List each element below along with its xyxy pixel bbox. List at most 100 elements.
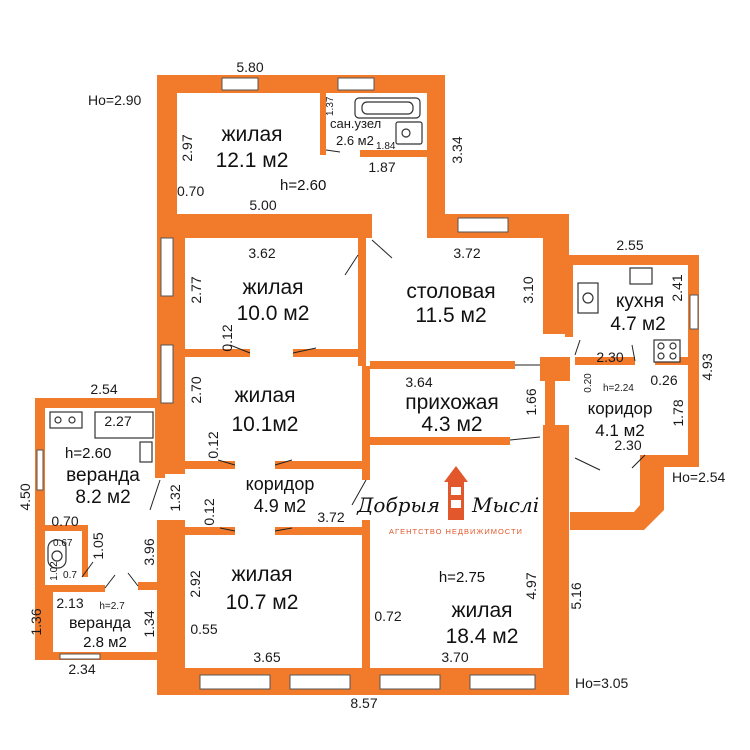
room-area-living2: 10.0 м2 — [237, 302, 310, 325]
dim-veranda-left: 4.50 — [17, 483, 33, 510]
window — [337, 77, 375, 91]
wall-veranda-left — [35, 398, 45, 660]
room-height-living5: h=2.75 — [439, 569, 485, 586]
sink-icon — [94, 411, 154, 439]
dim-top-width: 5.80 — [236, 59, 263, 75]
room-name-living3: жилая — [234, 384, 295, 407]
dim-room3-door: 0.12 — [205, 431, 221, 458]
wall-veranda-mid-r — [138, 582, 158, 590]
window — [199, 674, 271, 690]
wall-dining-right — [543, 214, 569, 334]
wall-porch — [570, 455, 664, 530]
dim-room1-door: 0.70 — [177, 183, 204, 199]
wall-room3-bottom-l — [185, 461, 235, 469]
dim-corridor-left: 1.32 — [167, 484, 183, 511]
dim-room3-left: 2.70 — [188, 376, 204, 403]
window — [59, 653, 101, 660]
room-height-veranda: h=2.60 — [65, 445, 111, 462]
dim-kitchen-top: 2.55 — [616, 237, 643, 253]
wall-kitchen-top — [569, 255, 699, 265]
dim-room5-right: 5.16 — [568, 582, 584, 609]
door-swings — [81, 149, 646, 589]
wall-room2-bottom-r — [293, 349, 358, 357]
dim-right-ho: Ho=2.54 — [672, 469, 726, 485]
room-area-veranda2: 2.8 м2 — [83, 634, 127, 651]
lighthouse-roof-icon — [444, 466, 468, 482]
stove-icon — [49, 411, 83, 429]
dim-corridor-bottom: 3.72 — [317, 509, 344, 525]
room-name-corridor-right: коридор — [588, 399, 653, 418]
room-area-hall: 4.3 м2 — [421, 413, 482, 436]
wall-top — [157, 75, 445, 93]
dim-corridor-r-h: h=2.24 — [603, 383, 634, 394]
burner-icon — [68, 416, 76, 424]
window — [36, 449, 44, 491]
dim-veranda2-h: h=2.7 — [99, 601, 125, 612]
wall-room2-bottom-l — [185, 349, 250, 357]
dim-hall-right: 1.66 — [523, 388, 539, 415]
wall-room5-right — [543, 425, 569, 695]
dim-corridor-r-right: 1.78 — [670, 399, 686, 426]
room-area-corridor-right: 4.1 м2 — [595, 421, 645, 440]
dim-corridor-door: 0.12 — [201, 498, 217, 525]
window — [289, 674, 351, 690]
dim-veranda-top: 2.54 — [90, 381, 117, 397]
dim-veranda2-right: 1.34 — [141, 610, 157, 637]
dim-bottom-total: 8.57 — [350, 695, 377, 711]
room-height-living1: h=2.60 — [280, 177, 326, 194]
dim-bottom-ho: Ho=3.05 — [575, 675, 629, 691]
dim-dining-top: 3.72 — [453, 245, 480, 261]
dim-veranda-right: 3.96 — [141, 538, 157, 565]
wall-kitchen-bottom — [575, 357, 635, 365]
room-name-bath: сан.узел — [330, 116, 381, 131]
room-name-veranda: веранда — [66, 465, 140, 486]
room-area-veranda: 8.2 м2 — [75, 487, 130, 508]
burner-icon — [669, 352, 677, 360]
wall-hall-top — [370, 361, 515, 369]
dim-room4-bottom: 3.65 — [253, 649, 280, 665]
dim-room1-bottom: 5.00 — [249, 197, 276, 213]
room-name-kitchen: кухня — [616, 291, 664, 312]
room-area-corridor: 4.9 м2 — [254, 496, 306, 516]
toilet-seat-icon — [51, 550, 63, 562]
dim-corridor-r-bottom: 2.30 — [614, 437, 641, 453]
wall-room3-right — [362, 366, 370, 446]
lighthouse-window-icon — [451, 487, 461, 495]
sink-drain-icon — [582, 292, 594, 304]
cabinet-icon — [139, 441, 153, 463]
dim-room2-door: 0.12 — [219, 324, 235, 351]
wall-veranda2-bottom — [45, 652, 157, 660]
wall-hall-right — [545, 357, 555, 437]
stove-icon — [653, 339, 681, 363]
window — [379, 674, 441, 690]
dim-bath-bottom: 1.87 — [368, 159, 395, 175]
burner-icon — [657, 352, 665, 360]
window — [689, 294, 699, 330]
wall-kitchen-right — [688, 255, 699, 465]
logo-name-left: Добрыя — [356, 493, 440, 517]
burner-icon — [657, 342, 665, 350]
dim-room5-door: 0.72 — [374, 608, 401, 624]
window — [457, 217, 509, 233]
dim-room5-bottom: 3.70 — [441, 649, 468, 665]
dim-corridor-r-small: 0.20 — [583, 373, 594, 393]
room-name-living4: жилая — [231, 563, 292, 586]
room-area-living3: 10.1м2 — [232, 413, 299, 436]
dim-corridor-r-door: 0.26 — [650, 372, 677, 388]
wall-bath-bottom — [360, 150, 427, 157]
dim-room4-door: 0.55 — [190, 621, 217, 637]
wall-left-low — [157, 520, 185, 695]
dim-wc-width: 0.70 — [51, 513, 78, 529]
wall-kitchen-left — [565, 255, 573, 337]
room-name-veranda2: веранда — [69, 615, 131, 632]
dim-kitchen-right-small: 2.41 — [669, 274, 685, 301]
dim-wc-height: 1.05 — [90, 532, 106, 559]
wall-room5-left — [362, 520, 370, 680]
dim-veranda2-bottom: 2.34 — [68, 661, 95, 677]
wall-room2-right — [358, 238, 366, 366]
logo: Добрыя Мыслі АГЕНТСТВО НЕДВИЖИМОСТИ — [356, 466, 539, 536]
logo-subtitle: АГЕНТСТВО НЕДВИЖИМОСТИ — [389, 527, 523, 536]
dim-dining-right: 3.10 — [520, 276, 536, 303]
room-area-bath: 2.6 м2 — [336, 133, 374, 148]
dim-kitchen-bottom: 2.30 — [596, 349, 623, 365]
